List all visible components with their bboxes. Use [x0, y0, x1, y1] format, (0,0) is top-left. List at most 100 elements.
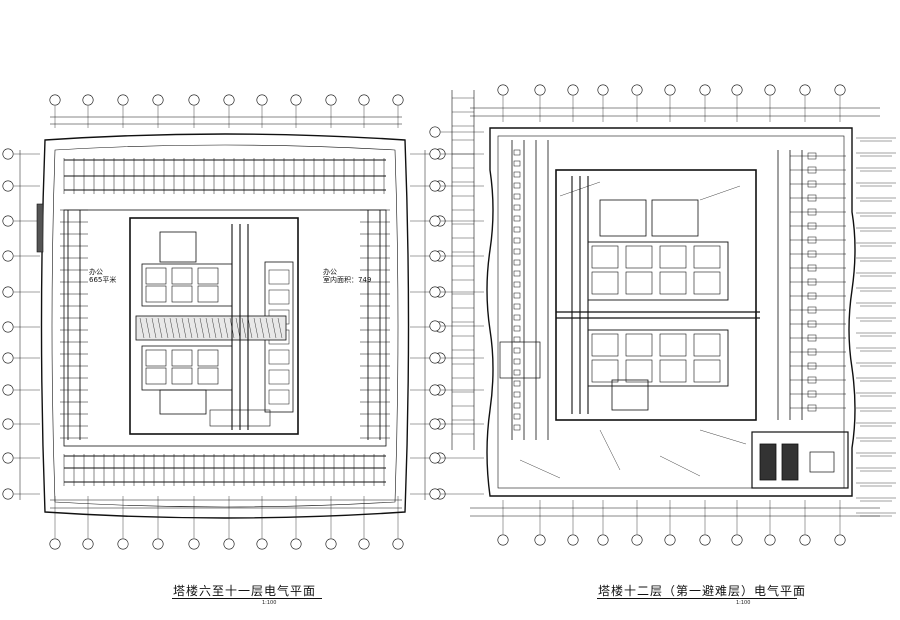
column-axis-bubble [799, 534, 811, 546]
elevator-car [171, 367, 193, 385]
lighting-fixture [513, 380, 521, 387]
lighting-fixture [513, 160, 521, 167]
corridor-outline [135, 315, 287, 341]
lighting-fixture [513, 336, 521, 343]
row-axis-bubble [429, 126, 441, 138]
core-outline [555, 169, 757, 421]
stair-core [611, 379, 649, 411]
equipment-box [268, 389, 290, 405]
elevator-car [591, 333, 619, 357]
column-axis-bubble [597, 84, 609, 96]
row-axis-bubble [2, 384, 14, 396]
column-axis-bubble [534, 534, 546, 546]
column-axis-bubble [731, 84, 743, 96]
row-axis-bubble [2, 286, 14, 298]
column-axis-bubble [49, 538, 61, 550]
elevator-car [625, 359, 653, 383]
elevator-car [625, 271, 653, 295]
lighting-fixture [807, 292, 817, 300]
hatch-line [139, 317, 145, 339]
column-axis-bubble [290, 94, 302, 106]
hatch-line [211, 317, 217, 339]
lighting-fixture [807, 390, 817, 398]
column-axis-bubble [325, 538, 337, 550]
hatch-line [241, 317, 247, 339]
elevator-car [659, 359, 687, 383]
column-axis-bubble [223, 538, 235, 550]
callout-leader [699, 185, 741, 201]
stair-core [651, 199, 699, 237]
elevator-car [625, 333, 653, 357]
lighting-fixture [807, 348, 817, 356]
lighting-fixture [513, 325, 521, 332]
column-axis-bubble [392, 94, 404, 106]
column-axis-bubble [631, 534, 643, 546]
callout-leader [559, 181, 601, 197]
facade-inner-outline [51, 144, 399, 508]
elevator-car [693, 359, 721, 383]
lighting-fixture [807, 278, 817, 286]
column-axis-bubble [567, 84, 579, 96]
equipment-box [268, 349, 290, 365]
stair-core [159, 231, 197, 263]
row-axis-bubble [2, 488, 14, 500]
elevator-car [693, 245, 721, 269]
stair-core [599, 199, 647, 237]
lighting-fixture [807, 404, 817, 412]
lighting-fixture [807, 250, 817, 258]
elevator-car [659, 271, 687, 295]
hatch-line [199, 317, 205, 339]
column-axis-bubble [256, 538, 268, 550]
row-axis-bubble [2, 418, 14, 430]
elevator-car [197, 285, 219, 303]
hatch-line [265, 317, 271, 339]
column-axis-bubble [223, 94, 235, 106]
switchgear-room [751, 431, 849, 489]
lighting-fixture [513, 281, 521, 288]
row-axis-bubble [429, 488, 441, 500]
lighting-fixture [807, 362, 817, 370]
elevator-car [591, 271, 619, 295]
distribution-panel [209, 409, 271, 427]
elevator-car [659, 333, 687, 357]
lighting-fixture [513, 215, 521, 222]
lighting-fixture [513, 182, 521, 189]
equipment-box [268, 369, 290, 385]
row-axis-bubble [2, 215, 14, 227]
lighting-fixture [807, 152, 817, 160]
left-plan-title: 塔楼六至十一层电气平面 [173, 584, 317, 598]
elevator-car [171, 285, 193, 303]
hatch-line [217, 317, 223, 339]
column-axis-bubble [834, 84, 846, 96]
column-axis-bubble [49, 94, 61, 106]
lighting-fixture [807, 236, 817, 244]
column-axis-bubble [534, 84, 546, 96]
column-axis-bubble [188, 94, 200, 106]
right-plan-title-underline [597, 598, 797, 599]
hatch-line [259, 317, 265, 339]
hatch-line [181, 317, 187, 339]
callout-leader [659, 455, 701, 477]
column-axis-bubble [631, 84, 643, 96]
row-axis-bubble [2, 352, 14, 364]
callout-leader [599, 429, 621, 471]
equipment-box [268, 289, 290, 305]
office-zone-outline [63, 209, 387, 447]
elevator-bank [587, 329, 729, 387]
row-axis-bubble [429, 250, 441, 262]
facade-outline [486, 127, 856, 497]
hatch-line [205, 317, 211, 339]
elevator-car [171, 267, 193, 285]
left-room-office-a: 办公 665平米 [89, 268, 117, 284]
lighting-fixture [513, 303, 521, 310]
generator-panel [809, 451, 835, 473]
lighting-fixture [807, 334, 817, 342]
lighting-fixture [513, 391, 521, 398]
lighting-fixture [513, 292, 521, 299]
lighting-fixture [513, 402, 521, 409]
hatch-line [247, 317, 253, 339]
row-axis-bubble [2, 452, 14, 464]
lighting-fixture [513, 413, 521, 420]
equipment-box [268, 269, 290, 285]
